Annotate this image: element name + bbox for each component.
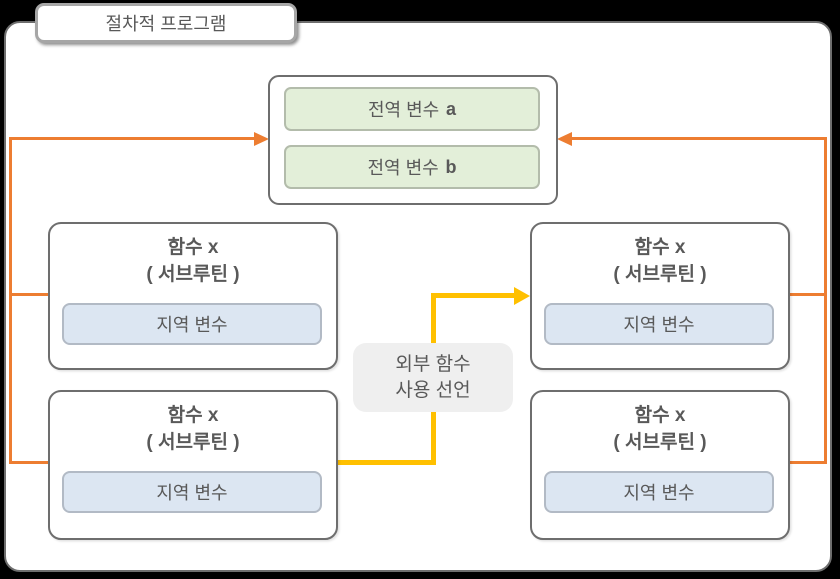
connector-stub-top-right-func [790, 293, 827, 296]
connector-left-to-global [9, 137, 255, 140]
local-variable-label: 지역 변수 [156, 315, 228, 335]
function-subtitle: ( 서브루틴 ) [613, 432, 707, 453]
function-subtitle: ( 서브루틴 ) [146, 264, 240, 285]
global-variable-a-label: 전역 변수 [367, 100, 440, 120]
local-variable-box: 지역 변수 [544, 471, 774, 513]
global-variable-a-letter: a [446, 98, 457, 119]
diagram-title-box: 절차적 프로그램 [35, 3, 297, 43]
local-variable-box: 지역 변수 [62, 303, 322, 345]
function-title: 함수 x ( 서브루틴 ) [532, 402, 788, 456]
function-subtitle: ( 서브루틴 ) [146, 432, 240, 453]
connector-stub-bottom-right-func [790, 461, 827, 464]
global-variable-b: 전역 변수 b [284, 145, 540, 189]
function-box-bottom-right: 함수 x ( 서브루틴 ) 지역 변수 [530, 390, 790, 540]
local-variable-label: 지역 변수 [623, 315, 695, 335]
connector-left-vertical [9, 137, 12, 464]
arrowhead-into-global-right [557, 131, 572, 146]
external-call-horizontal-bottom [336, 460, 436, 465]
external-call-horizontal-top [431, 293, 515, 298]
local-variable-box: 지역 변수 [544, 303, 774, 345]
local-variable-label: 지역 변수 [623, 483, 695, 503]
global-variable-a: 전역 변수 a [284, 87, 540, 131]
global-variable-b-label: 전역 변수 [367, 158, 439, 178]
function-name: 함수 x [167, 405, 219, 426]
connector-right-vertical [824, 137, 827, 464]
global-variables-box: 전역 변수 a 전역 변수 b [268, 75, 558, 205]
note-line-1: 외부 함수 [395, 353, 471, 375]
global-variable-b-letter: b [445, 156, 457, 177]
function-name: 함수 x [167, 237, 219, 258]
arrowhead-into-global-left [254, 131, 269, 146]
connector-right-to-global [572, 137, 827, 140]
note-line-2: 사용 선언 [395, 379, 471, 401]
function-box-top-right: 함수 x ( 서브루틴 ) 지역 변수 [530, 222, 790, 370]
function-title: 함수 x ( 서브루틴 ) [50, 402, 336, 456]
function-title: 함수 x ( 서브루틴 ) [50, 234, 336, 288]
function-box-top-left: 함수 x ( 서브루틴 ) 지역 변수 [48, 222, 338, 370]
function-name: 함수 x [634, 237, 686, 258]
connector-stub-bottom-left-func [9, 461, 48, 464]
connector-stub-top-left-func [9, 293, 48, 296]
function-subtitle: ( 서브루틴 ) [613, 264, 707, 285]
local-variable-box: 지역 변수 [62, 471, 322, 513]
external-function-declaration-note: 외부 함수 사용 선언 [353, 343, 513, 412]
local-variable-label: 지역 변수 [156, 483, 228, 503]
function-name: 함수 x [634, 405, 686, 426]
function-box-bottom-left: 함수 x ( 서브루틴 ) 지역 변수 [48, 390, 338, 540]
function-title: 함수 x ( 서브루틴 ) [532, 234, 788, 288]
arrowhead-external-call [514, 286, 530, 305]
diagram-title: 절차적 프로그램 [105, 14, 227, 34]
